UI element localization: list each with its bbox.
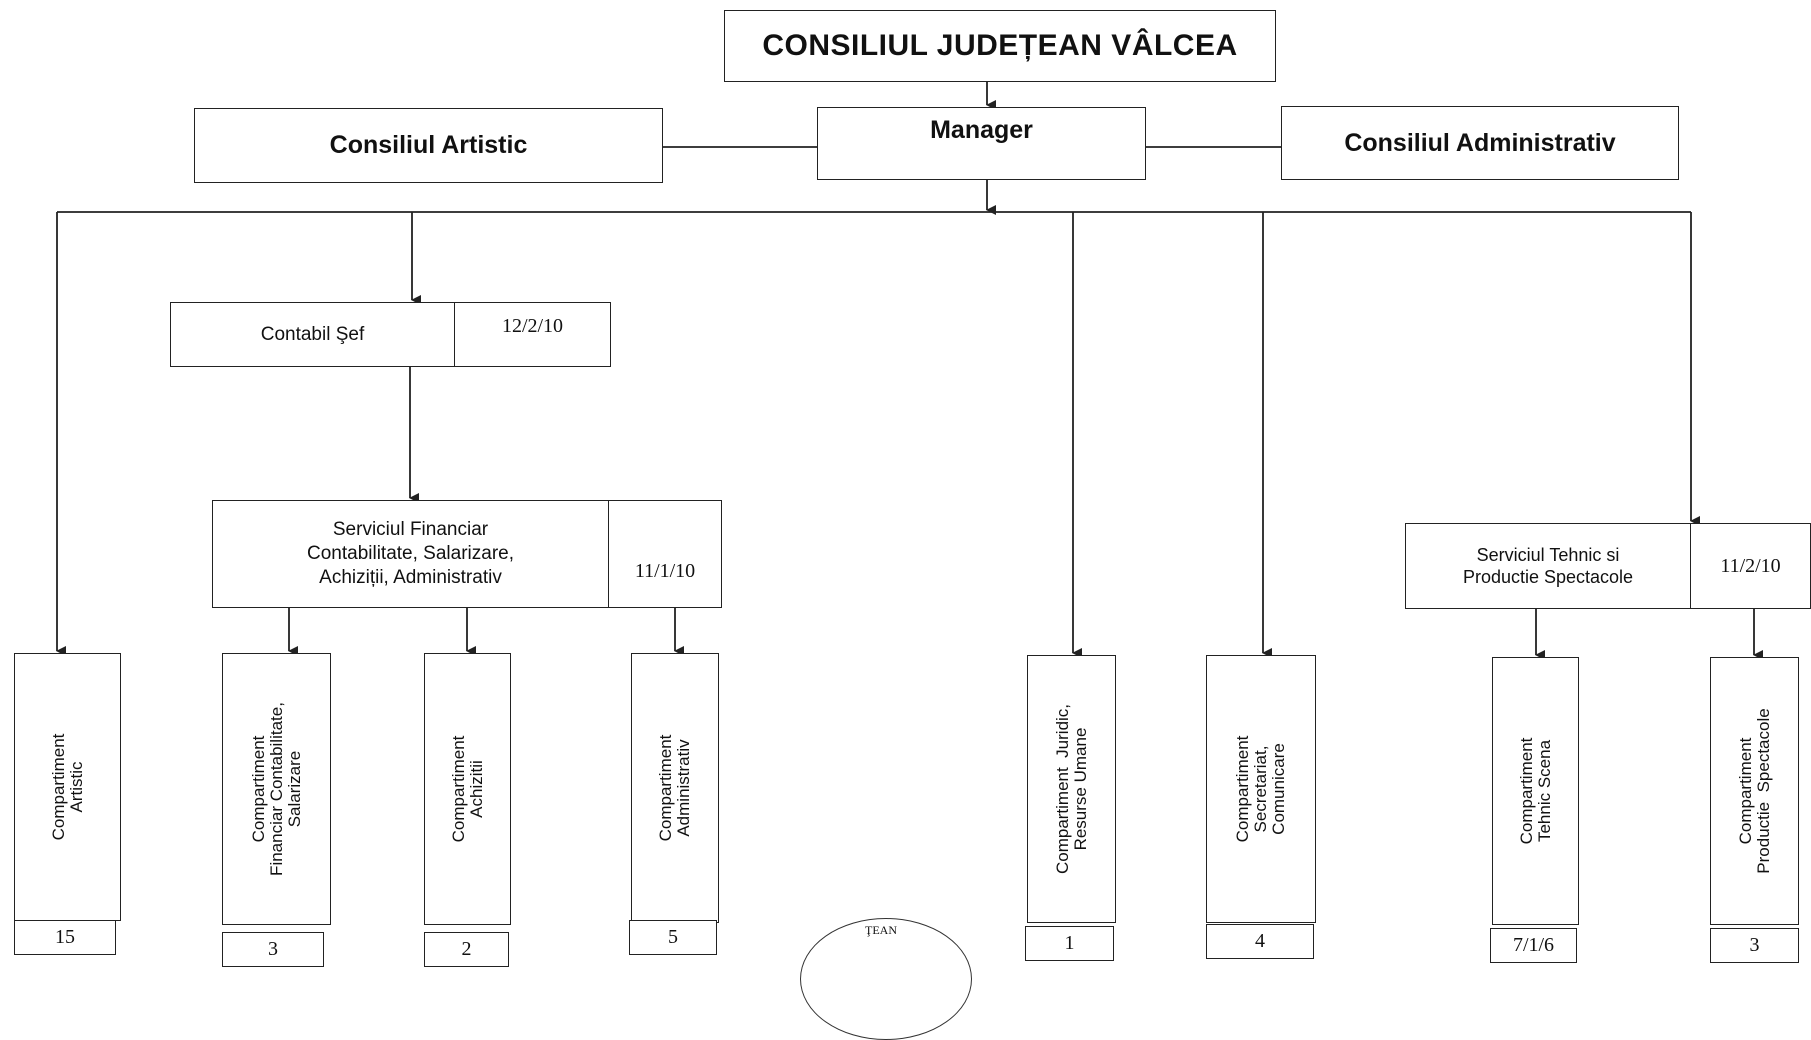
serviciu-tehnic-label: Serviciul Tehnic si Productie Spectacole bbox=[1462, 545, 1634, 587]
stamp-text: ŢEAN bbox=[865, 923, 897, 937]
comp-productie-count: 3 bbox=[1749, 934, 1760, 956]
comp-juridic-count: 1 bbox=[1064, 932, 1075, 954]
contabil-sef-box: Contabil Şef bbox=[170, 302, 455, 367]
contabil-sef-count-box: 12/2/10 bbox=[454, 302, 611, 367]
manager-box: Manager bbox=[817, 107, 1146, 180]
comp-artistic-box: Compartiment Artistic bbox=[14, 653, 121, 921]
comp-financiar-box: Compartiment Financiar Contabilitate, Sa… bbox=[222, 653, 331, 925]
comp-juridic-count-box: 1 bbox=[1025, 926, 1114, 961]
comp-administrativ-count-box: 5 bbox=[629, 920, 717, 955]
comp-tehnic-scena-box: Compartiment Tehnic Scena bbox=[1492, 657, 1579, 925]
serviciu-financiar-label: Serviciul Financiar Contabilitate, Salar… bbox=[307, 519, 514, 588]
comp-productie-count-box: 3 bbox=[1710, 928, 1799, 963]
manager-label: Manager bbox=[930, 116, 1033, 144]
comp-secretariat-count: 4 bbox=[1255, 930, 1265, 952]
consiliul-artistic-box: Consiliul Artistic bbox=[194, 108, 663, 183]
comp-tehnic-scena-label: Compartiment Tehnic Scena bbox=[1516, 737, 1554, 845]
official-stamp: ŢEAN bbox=[800, 918, 972, 1040]
comp-artistic-count-box: 15 bbox=[14, 920, 116, 955]
serviciu-tehnic-count-box: 11/2/10 bbox=[1690, 523, 1811, 609]
comp-administrativ-count: 5 bbox=[668, 926, 678, 948]
consiliul-judetean-box: CONSILIUL JUDEȚEAN VÂLCEA bbox=[724, 10, 1276, 82]
comp-secretariat-count-box: 4 bbox=[1206, 924, 1314, 959]
serviciu-tehnic-count: 11/2/10 bbox=[1720, 554, 1781, 577]
comp-juridic-label: Compartiment Juridic, Resurse Umane bbox=[1052, 703, 1090, 875]
consiliul-artistic-label: Consiliul Artistic bbox=[329, 131, 528, 159]
comp-administrativ-box: Compartiment Administrativ bbox=[631, 653, 719, 923]
comp-financiar-label: Compartiment Financiar Contabilitate, Sa… bbox=[248, 702, 304, 876]
comp-achizitii-label: Compartiment Achizitii bbox=[448, 735, 486, 843]
serviciu-financiar-count-box: 11/1/10 bbox=[608, 500, 722, 608]
comp-achizitii-box: Compartiment Achizitii bbox=[424, 653, 511, 925]
comp-productie-box: Compartiment Productie Spectacole bbox=[1710, 657, 1799, 925]
consiliul-administrativ-label: Consiliul Administrativ bbox=[1344, 128, 1616, 157]
serviciu-tehnic-box: Serviciul Tehnic si Productie Spectacole bbox=[1405, 523, 1691, 609]
comp-juridic-box: Compartiment Juridic, Resurse Umane bbox=[1027, 655, 1116, 923]
serviciu-financiar-count: 11/1/10 bbox=[634, 560, 696, 582]
comp-artistic-label: Compartiment Artistic bbox=[48, 733, 86, 841]
consiliul-administrativ-box: Consiliul Administrativ bbox=[1281, 106, 1679, 180]
comp-financiar-count-box: 3 bbox=[222, 932, 324, 967]
comp-administrativ-label: Compartiment Administrativ bbox=[656, 734, 693, 842]
consiliul-judetean-title: CONSILIUL JUDEȚEAN VÂLCEA bbox=[762, 29, 1238, 62]
comp-productie-label: Compartiment Productie Spectacole bbox=[1735, 708, 1773, 874]
comp-tehnic-scena-count-box: 7/1/6 bbox=[1490, 928, 1577, 963]
comp-financiar-count: 3 bbox=[268, 938, 278, 960]
comp-secretariat-box: Compartiment Secretariat, Comunicare bbox=[1206, 655, 1316, 923]
comp-achizitii-count: 2 bbox=[461, 938, 472, 960]
comp-artistic-count: 15 bbox=[55, 926, 75, 948]
comp-achizitii-count-box: 2 bbox=[424, 932, 509, 967]
contabil-sef-label: Contabil Şef bbox=[260, 323, 365, 345]
comp-tehnic-scena-count: 7/1/6 bbox=[1512, 934, 1555, 956]
contabil-sef-count: 12/2/10 bbox=[501, 315, 564, 337]
comp-secretariat-label: Compartiment Secretariat, Comunicare bbox=[1233, 735, 1288, 843]
serviciu-financiar-box: Serviciul Financiar Contabilitate, Salar… bbox=[212, 500, 609, 608]
